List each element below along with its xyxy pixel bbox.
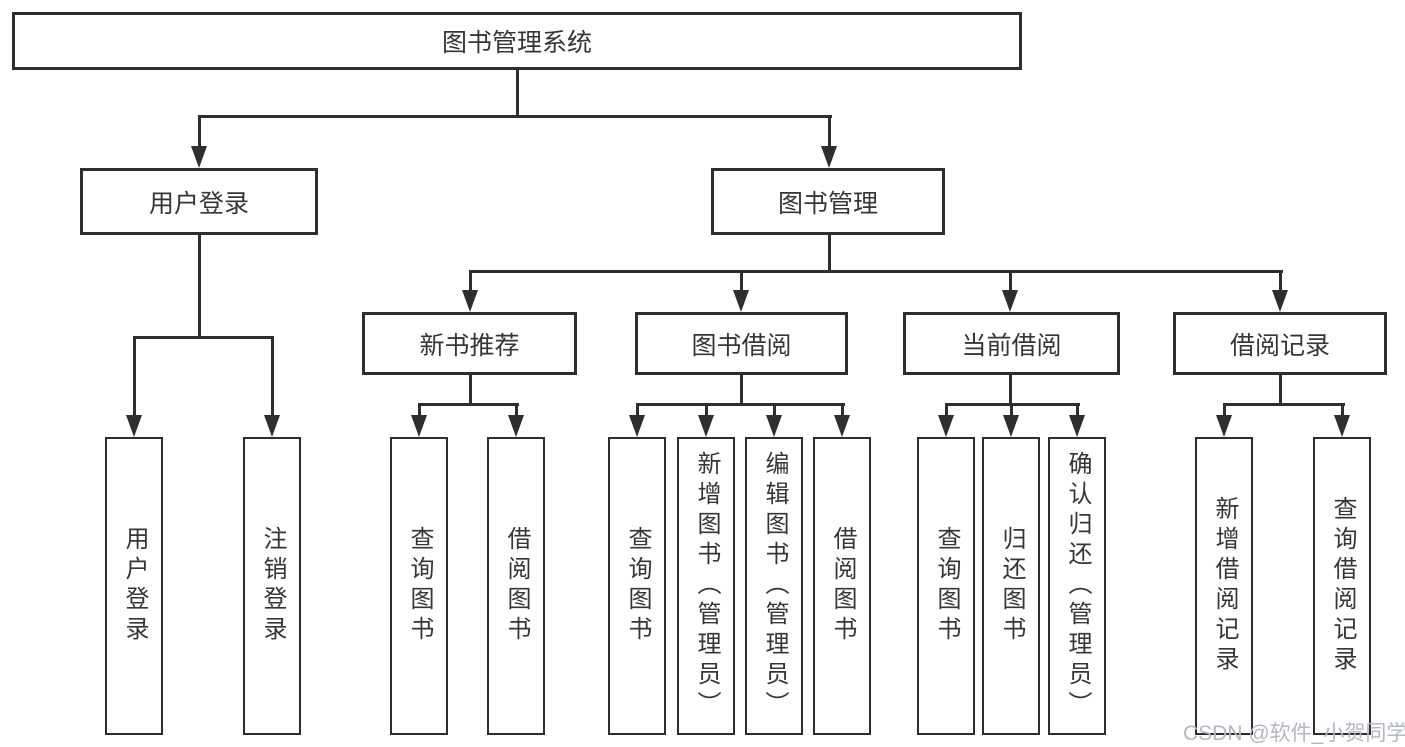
leaf-add-book-admin: 新增图书（管理员） [677, 437, 735, 735]
arrow-down-icon [766, 415, 782, 437]
leaf-add-borrow-record: 新增借阅记录 [1195, 437, 1253, 735]
connector-line [516, 70, 519, 116]
leaf-query-book-2-label: 查询图书 [624, 526, 651, 646]
leaf-query-book-1-label: 查询图书 [406, 526, 433, 646]
leaf-logout: 注销登录 [243, 437, 301, 735]
node-current-borrow: 当前借阅 [903, 312, 1120, 375]
connector-line [198, 115, 832, 118]
connector-line [515, 403, 518, 418]
node-book-management-label: 图书管理 [777, 189, 878, 218]
connector-line [1009, 375, 1012, 406]
arrow-down-icon [938, 415, 954, 437]
arrow-down-icon [264, 415, 280, 437]
arrow-down-icon [411, 415, 427, 437]
node-new-book-recommend: 新书推荐 [362, 312, 577, 375]
leaf-user-login: 用户登录 [105, 437, 163, 735]
leaf-borrow-book-1-label: 借阅图书 [503, 526, 530, 646]
arrow-down-icon [1003, 415, 1019, 437]
watermark: CSDN @软件_小贺同学 [1183, 722, 1405, 745]
leaf-query-book-3: 查询图书 [917, 437, 975, 735]
leaf-query-book-2: 查询图书 [608, 437, 666, 735]
node-user-login-label: 用户登录 [148, 189, 249, 218]
connector-line [198, 235, 201, 337]
connector-line [418, 403, 421, 418]
node-borrow-records-label: 借阅记录 [1229, 331, 1330, 360]
arrow-down-icon [1002, 290, 1018, 312]
arrow-down-icon [733, 290, 749, 312]
arrow-down-icon [629, 415, 645, 437]
node-borrow-records: 借阅记录 [1173, 312, 1387, 375]
leaf-add-borrow-record-label: 新增借阅记录 [1211, 496, 1238, 676]
leaf-confirm-return-admin: 确认归还（管理员） [1048, 437, 1106, 735]
connector-line [705, 403, 708, 418]
connector-line [740, 270, 743, 293]
node-root-label: 图书管理系统 [441, 29, 592, 57]
connector-line [1076, 403, 1079, 418]
connector-line [271, 336, 274, 418]
node-book-management: 图书管理 [711, 168, 945, 235]
leaf-edit-book-admin-label: 编辑图书（管理员） [761, 451, 788, 721]
arrow-down-icon [1334, 415, 1350, 437]
connector-line [1009, 270, 1012, 293]
arrow-down-icon [508, 415, 524, 437]
leaf-return-book-label: 归还图书 [998, 526, 1025, 646]
connector-line [828, 235, 831, 271]
arrow-down-icon [1272, 290, 1288, 312]
arrow-down-icon [1216, 415, 1232, 437]
connector-line [133, 336, 274, 339]
connector-line [1010, 403, 1013, 418]
arrow-down-icon [1069, 415, 1085, 437]
node-new-book-recommend-label: 新书推荐 [419, 331, 520, 360]
connector-line [1223, 403, 1345, 406]
leaf-borrow-book-1: 借阅图书 [487, 437, 545, 735]
connector-line [740, 375, 743, 406]
connector-line [469, 270, 472, 293]
connector-line [469, 375, 472, 406]
connector-line [828, 115, 831, 149]
connector-line [469, 270, 1283, 273]
connector-line [1223, 403, 1226, 418]
leaf-edit-book-admin: 编辑图书（管理员） [745, 437, 803, 735]
leaf-query-book-3-label: 查询图书 [933, 526, 960, 646]
leaf-return-book: 归还图书 [982, 437, 1040, 735]
node-user-login: 用户登录 [80, 168, 318, 235]
arrow-down-icon [698, 415, 714, 437]
leaf-query-book-1: 查询图书 [390, 437, 448, 735]
arrow-down-icon [834, 415, 850, 437]
leaf-query-borrow-record-label: 查询借阅记录 [1329, 496, 1356, 676]
arrow-down-icon [821, 146, 837, 168]
leaf-logout-label: 注销登录 [259, 526, 286, 646]
leaf-borrow-book-2: 借阅图书 [813, 437, 871, 735]
connector-line [418, 403, 519, 406]
connector-line [1279, 270, 1282, 293]
leaf-add-book-admin-label: 新增图书（管理员） [693, 451, 720, 721]
connector-line [1279, 375, 1282, 406]
connector-line [198, 115, 201, 149]
node-root: 图书管理系统 [12, 12, 1022, 70]
connector-line [636, 403, 845, 406]
arrow-down-icon [462, 290, 478, 312]
leaf-borrow-book-2-label: 借阅图书 [829, 526, 856, 646]
arrow-down-icon [126, 415, 142, 437]
node-current-borrow-label: 当前借阅 [961, 331, 1062, 360]
connector-line [1341, 403, 1344, 418]
connector-line [945, 403, 948, 418]
leaf-user-login-label: 用户登录 [121, 526, 148, 646]
connector-line [133, 336, 136, 418]
node-book-borrow-label: 图书借阅 [691, 331, 792, 360]
connector-line [773, 403, 776, 418]
node-book-borrow: 图书借阅 [635, 312, 848, 375]
connector-line [636, 403, 639, 418]
arrow-down-icon [191, 146, 207, 168]
leaf-query-borrow-record: 查询借阅记录 [1313, 437, 1371, 735]
leaf-confirm-return-admin-label: 确认归还（管理员） [1064, 451, 1091, 721]
connector-line [841, 403, 844, 418]
